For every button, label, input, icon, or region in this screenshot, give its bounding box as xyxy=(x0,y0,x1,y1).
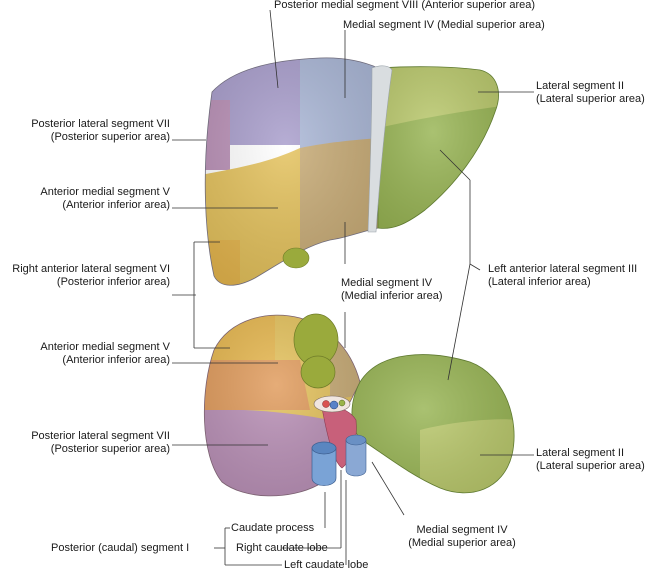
portal-vein xyxy=(329,400,339,410)
label-anterior-medial-segment-v-top: Anterior medial segment V (Anterior infe… xyxy=(40,186,170,211)
anterior-view-liver xyxy=(204,57,499,286)
label-posterior-lateral-segment-vii-bottom: Posterior lateral segment VII (Posterior… xyxy=(31,430,170,455)
label-posterior-caudal-segment-i: Posterior (caudal) segment I xyxy=(51,542,190,554)
label-posterior-medial-segment-viii: Posterior medial segment VIII (Anterior … xyxy=(274,0,536,11)
label-lateral-segment-ii-top: Lateral segment II (Lateral superior are… xyxy=(536,80,645,105)
visceral-view-liver xyxy=(203,313,515,497)
label-posterior-lateral-segment-vii-top: Posterior lateral segment VII (Posterior… xyxy=(31,118,170,143)
falciform-ligament xyxy=(367,65,393,233)
label-caudate-process: Caudate process xyxy=(231,522,315,534)
gallbladder-fundus xyxy=(282,247,310,269)
leader-lines xyxy=(172,9,534,566)
label-medial-segment-iv-bottom: Medial segment IV (Medial superior area) xyxy=(408,524,516,549)
label-right-anterior-lateral-segment-vi: Right anterior lateral segment VI (Poste… xyxy=(12,263,170,288)
inferior-vena-cava xyxy=(311,434,367,486)
porta-hepatis xyxy=(313,395,351,413)
hepatic-artery xyxy=(322,400,330,408)
label-right-caudate-lobe: Right caudate lobe xyxy=(236,542,328,554)
label-anterior-medial-segment-v-bottom: Anterior medial segment V (Anterior infe… xyxy=(40,341,170,366)
label-left-caudate-lobe: Left caudate lobe xyxy=(284,559,369,571)
label-lateral-segment-ii-bottom: Lateral segment II (Lateral superior are… xyxy=(536,447,645,472)
label-medial-segment-iv-inferior: Medial segment IV (Medial inferior area) xyxy=(341,277,443,302)
bile-duct xyxy=(338,399,346,407)
gallbladder-neck xyxy=(300,355,336,389)
label-left-anterior-lateral-segment-iii: Left anterior lateral segment III (Later… xyxy=(488,263,638,288)
label-medial-segment-iv-top: Medial segment IV (Medial superior area) xyxy=(343,19,545,31)
